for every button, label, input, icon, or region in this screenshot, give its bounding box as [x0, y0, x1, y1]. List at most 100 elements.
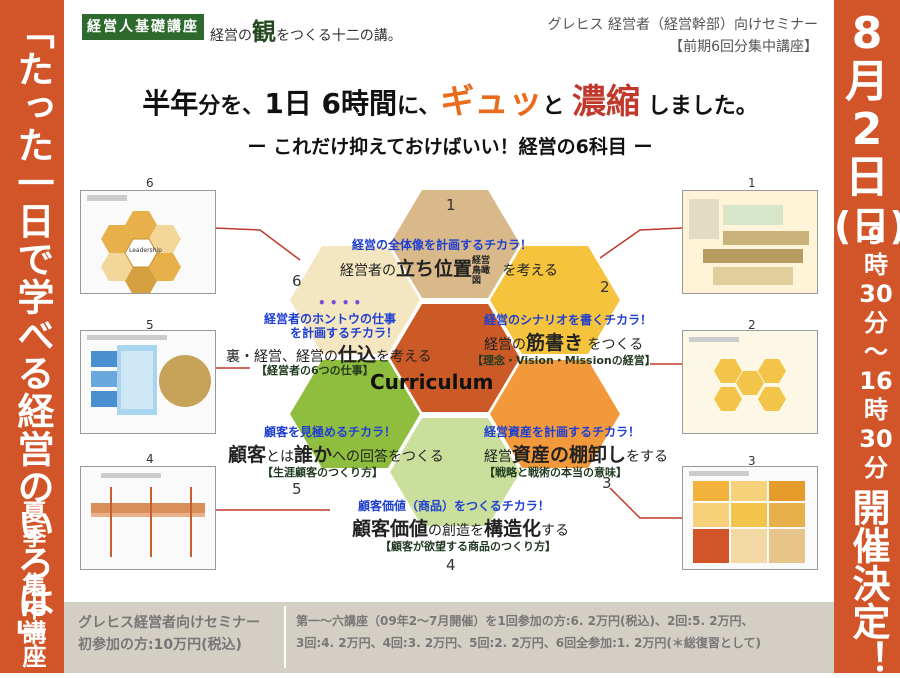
item6-ability-line1: 経営者のホントウの仕事 — [264, 312, 397, 326]
headline-emphasis: 濃縮 — [572, 82, 641, 122]
footer-price: 初参加の方:10万円(税込) — [78, 637, 242, 653]
logo-tagline: 経営の観をつくる十二の講。 — [210, 12, 402, 47]
footer-divider — [284, 606, 286, 668]
event-time: 9 時 30 分 〜 16 時 30 分 — [856, 222, 896, 483]
item1-title-small: 経営鳥瞰図 — [472, 256, 491, 286]
thumbnail-3[interactable] — [682, 466, 818, 570]
headline: 半年分を、1日 6時間に、ギュッと 濃縮 しました。 — [70, 74, 830, 123]
headline-part: に、 — [397, 94, 441, 119]
thumbnail-4[interactable] — [80, 466, 216, 570]
headline-part: と — [542, 94, 573, 119]
item5-title-big: 顧客 — [228, 444, 267, 466]
center-label: Curriculum — [370, 370, 494, 394]
item6-title-big: 仕込 — [338, 344, 377, 366]
item4-title-big2: 構造化 — [484, 518, 542, 540]
left-subtitle: 夏季・集中講座 — [18, 500, 46, 668]
item4-ability: 顧客価値（商品）をつくるチカラ！ — [358, 499, 550, 513]
item6-sub: 【経営者の6つの仕事】 — [256, 364, 374, 377]
item5-title-post: への回答をつくる — [332, 449, 444, 465]
right-orange-bar — [834, 0, 900, 673]
thumb-number: 4 — [146, 452, 154, 466]
logo-tagline-pre: 経営の — [210, 28, 252, 44]
item1-title-big: 立ち位置 — [396, 258, 473, 280]
item2-ability: 経営のシナリオを書くチカラ！ — [484, 313, 653, 327]
item1-ability: 経営の全体像を計画するチカラ！ — [352, 238, 533, 252]
footer-pricing-line1: 第一〜六講座（09年2〜7月開催）を1回参加の方:6. 2万円(税込)、2回:5… — [296, 614, 754, 628]
thumbnail-1[interactable] — [682, 190, 818, 294]
hex-lower-left — [290, 360, 420, 468]
thumb-number: 3 — [748, 454, 756, 468]
item3-sub: 【戦略と戦術の本当の意味】 — [484, 466, 627, 479]
footer-pricing-line2: 3回:4. 2万円、4回:3. 2万円、5回:2. 2万円、6回全参加:1. 2… — [296, 636, 761, 650]
logo-tagline-post: をつくる十二の講。 — [276, 28, 402, 44]
headline-part: 分を、 — [198, 94, 265, 119]
time-part: 分 — [864, 454, 888, 482]
thumb-number: 2 — [748, 318, 756, 332]
time-part: 分 — [864, 309, 888, 337]
hex-center — [390, 304, 520, 412]
hex-lower-right — [490, 360, 620, 468]
hex-top — [390, 190, 520, 298]
headline-emphasis: ギュッ — [440, 82, 543, 122]
hex-number: 1 — [446, 196, 456, 214]
date-day: 2日 — [845, 104, 889, 203]
item5-title-big2: 誰か — [294, 444, 333, 466]
seminar-subtitle: 【前期6回分集中講座】 — [669, 39, 818, 55]
item4-title: 顧客価値の創造を構造化する — [352, 514, 569, 541]
hex-number: 3 — [602, 474, 612, 492]
time-part: 〜 — [864, 338, 888, 366]
event-date: 8月 2日 (日) — [834, 10, 900, 250]
item3-title-pre: 経営 — [484, 449, 512, 465]
thumb6-center: Leadership — [129, 247, 162, 254]
item4-sub: 【顧客が欲望する商品のつくり方】 — [380, 540, 556, 553]
footer — [64, 602, 834, 673]
item3-title-big: 資産の棚卸し — [512, 444, 627, 466]
hex-number: 5 — [292, 480, 302, 498]
item4-title-mid: の創造を — [428, 523, 485, 539]
item5-ability: 顧客を見極めるチカラ！ — [264, 425, 397, 439]
item6-ability-line2: を計画するチカラ！ — [290, 326, 399, 340]
logo: 経営人基礎講座 — [82, 14, 204, 40]
headline-part: 1日 6時間 — [264, 87, 398, 120]
left-tagline: 「たった一日で学べる経営のいろは」 — [11, 12, 54, 658]
time-part: 30 — [859, 425, 893, 453]
item1-title: 経営者の立ち位置経営鳥瞰図 を考える — [340, 254, 558, 286]
item2-title-post: をつくる — [587, 337, 644, 353]
thumbnail-6[interactable]: Leadership — [80, 190, 216, 294]
date-weekday: (日) — [834, 204, 900, 248]
left-orange-bar — [0, 0, 64, 673]
footer-seminar: グレヒス経営者向けセミナー — [78, 615, 260, 631]
item6-title-post: を考える — [376, 349, 432, 365]
item3-ability: 経営資産を計画するチカラ！ — [484, 425, 641, 439]
item6-title-pre: 裏・経営、経営の — [226, 349, 338, 365]
hex-upper-right — [490, 246, 620, 354]
hex-bottom — [390, 418, 520, 526]
item2-title: 経営の筋書き をつくる — [484, 328, 643, 355]
item3-title-post: をする — [626, 449, 669, 465]
time-part: 30 — [859, 280, 893, 308]
announce-text: 開催決定！ — [846, 488, 890, 678]
item3-title: 経営資産の棚卸しをする — [484, 440, 668, 467]
item4-title-big: 顧客価値 — [352, 518, 429, 540]
time-part: 時 — [864, 396, 888, 424]
time-part: 16 — [859, 367, 893, 395]
subheading: ー これだけ抑えておけばいい！経営の6科目 ー — [247, 136, 653, 158]
hex-number: 6 — [292, 272, 302, 290]
hex-upper-left — [290, 246, 420, 354]
item2-title-pre: 経営の — [484, 337, 526, 353]
item2-sub: 【理念・Vision・Missionの経営】 — [472, 354, 656, 367]
item1-title-pre: 経営者の — [340, 263, 396, 279]
item6-title: 裏・経営、経営の仕込を考える — [226, 340, 432, 367]
date-month: 8月 — [845, 8, 889, 107]
logo-tagline-kanji: 観 — [252, 17, 276, 46]
thumb-number: 1 — [748, 176, 756, 190]
hex-number: 4 — [446, 556, 456, 574]
item5-title-mid: とは — [266, 449, 295, 465]
item2-title-big: 筋書き — [526, 332, 584, 354]
thumbnail-5[interactable] — [80, 330, 216, 434]
headline-part: 半年 — [142, 87, 199, 120]
seminar-title: グレヒス 経営者（経営幹部）向けセミナー — [547, 17, 818, 33]
thumb-number: 6 — [146, 176, 154, 190]
item4-title-post: する — [541, 523, 570, 539]
thumbnail-2[interactable] — [682, 330, 818, 434]
